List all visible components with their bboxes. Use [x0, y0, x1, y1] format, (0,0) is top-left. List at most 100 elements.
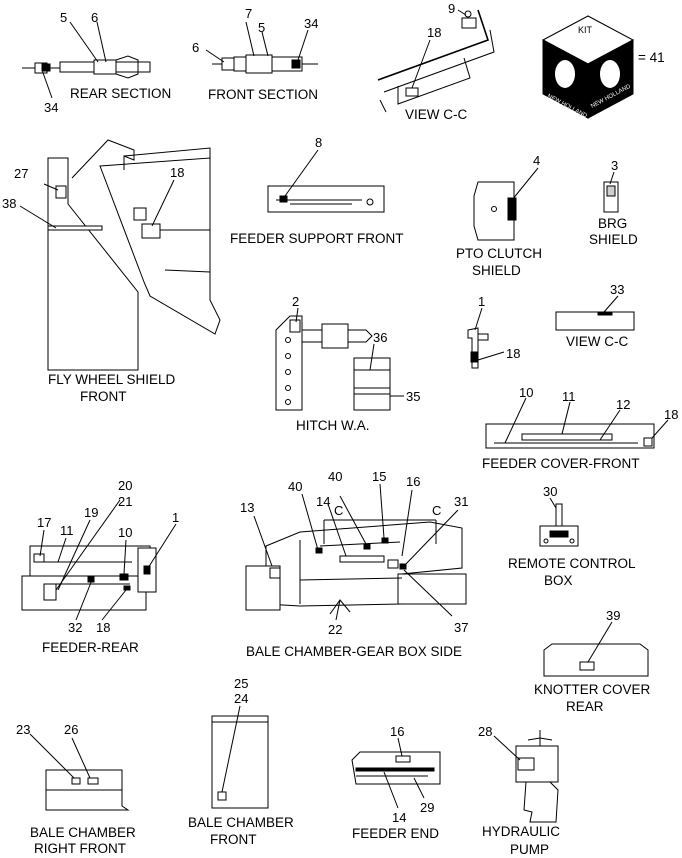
callout-12: 12: [616, 397, 630, 412]
callout-4: 4: [533, 153, 540, 168]
callout-5: 5: [60, 10, 67, 25]
callout-28: 28: [478, 724, 492, 739]
callout-6: 6: [91, 10, 98, 25]
callout-37: 37: [454, 620, 468, 635]
callout-32: 32: [68, 620, 82, 635]
callout-27: 27: [14, 166, 28, 181]
rear-section-label: REAR SECTION: [70, 86, 171, 101]
callout-16: 16: [390, 724, 404, 739]
feeder-support-front-view: 8 FEEDER SUPPORT FRONT: [230, 135, 404, 246]
hitch-label: HITCH W.A.: [296, 418, 370, 433]
brg-label-line1: BRG: [598, 216, 627, 231]
bracket-view: 1 18: [467, 294, 520, 369]
feeder-end-label: FEEDER END: [352, 826, 439, 841]
pto-label-line2: SHIELD: [472, 263, 521, 278]
flywheel-label-line1: FLY WHEEL SHIELD: [48, 372, 176, 387]
remote-label-line1: REMOTE CONTROL: [508, 556, 636, 571]
pto-clutch-shield-view: 4 PTO CLUTCH SHIELD: [456, 153, 542, 278]
callout-18: 18: [96, 620, 110, 635]
callout-24: 24: [234, 691, 248, 706]
callout-3: 3: [611, 158, 618, 173]
bc-front-label-line1: BALE CHAMBER: [188, 815, 294, 830]
kit-equals-label: = 41: [638, 50, 665, 65]
view-cc-top: 9 18 VIEW C-C: [377, 1, 495, 122]
knotter-cover-rear-view: 39 KNOTTER COVER REAR: [534, 608, 651, 714]
brg-label-line2: SHIELD: [589, 232, 638, 247]
view-cc-top-label: VIEW C-C: [405, 107, 467, 122]
callout-35: 35: [406, 389, 420, 404]
callout-15: 15: [372, 469, 386, 484]
callout-18: 18: [170, 165, 184, 180]
feeder-cover-front-label: FEEDER COVER-FRONT: [482, 456, 640, 471]
callout-5: 5: [258, 20, 265, 35]
hydraulic-pump-view: 28 HYDRAULIC PUMP: [478, 724, 560, 857]
callout-11: 11: [60, 523, 74, 538]
callout-22: 22: [328, 622, 342, 637]
callout-9: 9: [448, 1, 455, 16]
feeder-rear-view: 20 21 17 11 19 10 1 32 18 FEEDER-REAR: [21, 478, 179, 655]
callout-31: 31: [454, 494, 468, 509]
kit-text: KIT: [578, 25, 593, 35]
callout-14: 14: [316, 494, 330, 509]
remote-control-box-view: 30 REMOTE CONTROL BOX: [508, 484, 636, 588]
callout-30: 30: [543, 484, 557, 499]
bc-right-label-line1: BALE CHAMBER: [30, 825, 136, 840]
callout-18: 18: [664, 407, 678, 422]
hyd-label-line1: HYDRAULIC: [482, 824, 560, 839]
callout-25: 25: [234, 676, 248, 691]
kit-cube: KIT NEW HOLLAND NEW HOLLAND = 41: [541, 15, 665, 120]
callout-40b: 40: [288, 479, 302, 494]
callout-29: 29: [420, 800, 434, 815]
callout-39: 39: [606, 608, 620, 623]
bc-front-label-line2: FRONT: [210, 832, 257, 847]
callout-11: 11: [562, 389, 576, 404]
view-cc-right: 33 VIEW C-C: [555, 282, 635, 349]
callout-14: 14: [392, 810, 406, 825]
callout-26: 26: [64, 722, 78, 737]
callout-8: 8: [315, 135, 322, 150]
callout-38: 38: [2, 196, 16, 211]
hitch-view: 2 36 35 HITCH W.A.: [275, 294, 420, 433]
callout-10: 10: [118, 525, 132, 540]
callout-19: 19: [84, 505, 98, 520]
callout-13: 13: [240, 500, 254, 515]
bale-chamber-right-front-view: 23 26 BALE CHAMBER RIGHT FRONT: [16, 722, 136, 856]
callout-36: 36: [373, 330, 387, 345]
flywheel-shield-view: 27 38 18 FLY WHEEL SHIELD FRONT: [2, 139, 221, 404]
front-section-view: 7 6 5 34 FRONT SECTION: [192, 6, 318, 102]
bale-chamber-gear-box-view: 40 15 16 31 13 40 14 C C 22 37 BALE CHAM…: [240, 469, 468, 659]
knotter-label-line1: KNOTTER COVER: [534, 682, 651, 697]
callout-10: 10: [519, 385, 533, 400]
feeder-rear-label: FEEDER-REAR: [42, 640, 139, 655]
callout-33: 33: [610, 282, 624, 297]
knotter-label-line2: REAR: [566, 699, 604, 714]
rear-section-view: 5 6 34 REAR SECTION: [22, 10, 171, 115]
callout-7: 7: [245, 6, 252, 21]
callout-c-left: C: [334, 503, 343, 518]
callout-18: 18: [427, 25, 441, 40]
remote-label-line2: BOX: [544, 573, 573, 588]
callout-34: 34: [304, 16, 318, 31]
callout-18: 18: [506, 346, 520, 361]
callout-21: 21: [118, 494, 132, 509]
feeder-cover-front-view: 10 11 12 18 FEEDER COVER-FRONT: [482, 385, 678, 471]
brg-shield-view: 3 BRG SHIELD: [589, 158, 638, 247]
callout-20: 20: [118, 478, 132, 493]
hyd-label-line2: PUMP: [510, 842, 549, 857]
callout-17: 17: [37, 515, 51, 530]
pto-label-line1: PTO CLUTCH: [456, 246, 542, 261]
feeder-support-label: FEEDER SUPPORT FRONT: [230, 231, 404, 246]
callout-16: 16: [406, 474, 420, 489]
callout-34: 34: [44, 100, 58, 115]
feeder-end-view: 16 14 29 FEEDER END: [351, 724, 441, 841]
callout-23: 23: [16, 722, 30, 737]
view-cc-right-label: VIEW C-C: [566, 334, 628, 349]
callout-1: 1: [172, 510, 179, 525]
front-section-label: FRONT SECTION: [208, 87, 318, 102]
gear-box-label: BALE CHAMBER-GEAR BOX SIDE: [246, 644, 462, 659]
flywheel-label-line2: FRONT: [80, 389, 127, 404]
callout-c-right: C: [432, 503, 441, 518]
callout-6: 6: [192, 40, 199, 55]
